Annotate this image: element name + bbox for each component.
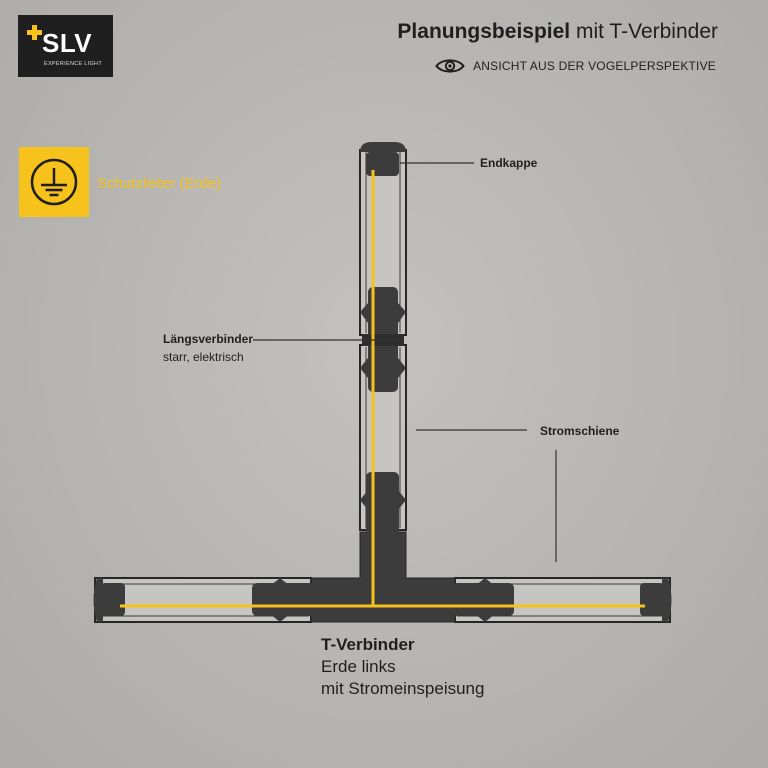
brand-tagline: EXPERIENCE LIGHT [44,61,102,67]
end-cap-left [93,578,103,622]
end-cap-top [360,142,406,152]
eye-icon [435,59,465,73]
legend-label: Schutzleiter (Erde) [97,175,222,192]
end-cap-right [662,578,672,622]
title-bold: Planungsbeispiel [397,20,571,43]
tee-title: T-Verbinder [321,635,415,654]
label-rail: Stromschiene [540,424,620,438]
view-subtitle: ANSICHT AUS DER VOGELPERSPEKTIVE [435,57,716,75]
legend-swatch [19,147,89,217]
plus-icon [27,25,42,40]
t-connector [252,472,514,623]
tee-line-2: mit Stromeinspeisung [321,679,485,698]
page-title: Planungsbeispiel mit T-Verbinder [397,20,718,44]
brand-name: SLV [42,28,93,58]
slv-logo: SLV EXPERIENCE LIGHT [18,15,113,77]
label-connector-sub: starr, elektrisch [163,350,244,364]
title-rest: mit T-Verbinder [575,20,718,43]
label-endcap: Endkappe [480,156,538,170]
tee-line-1: Erde links [321,657,396,676]
ground-icon [30,158,78,206]
label-connector-title: Längsverbinder [163,332,254,346]
tee-caption: T-Verbinder Erde links mit Stromeinspeis… [321,634,484,700]
view-label: ANSICHT AUS DER VOGELPERSPEKTIVE [473,59,716,73]
